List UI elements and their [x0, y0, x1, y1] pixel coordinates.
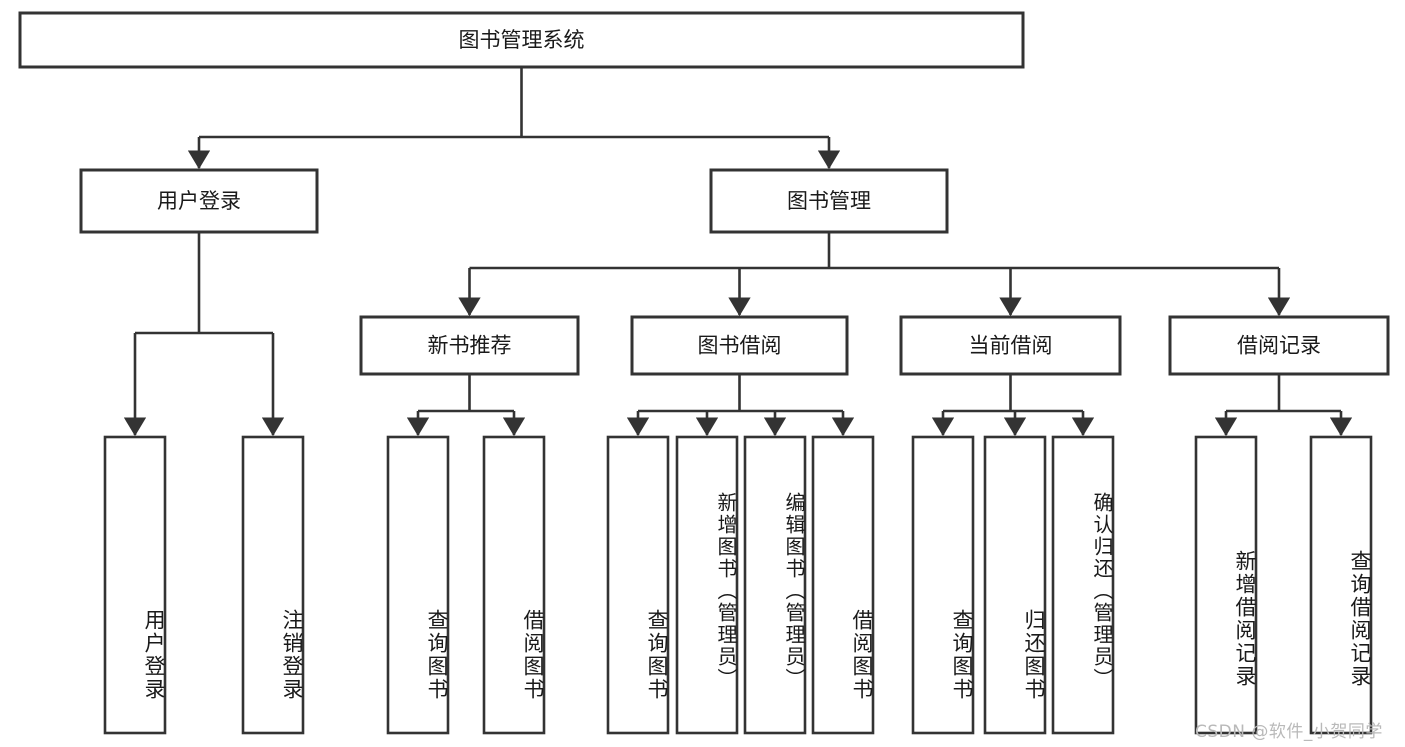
node-leaf-add-record[interactable]: [1194, 435, 1258, 735]
node-book-borrow[interactable]: [630, 315, 849, 376]
node-leaf-borrow-book-1[interactable]: [482, 435, 546, 735]
node-borrow-record-label: 借阅记录: [1237, 334, 1321, 358]
node-current-borrow-label: 当前借阅: [969, 334, 1053, 358]
node-new-book-rec-label: 新书推荐: [428, 334, 512, 358]
node-leaf-query-book-2[interactable]: [606, 435, 670, 735]
node-leaf-return-book[interactable]: [983, 435, 1047, 735]
node-leaf-logout[interactable]: [241, 435, 305, 735]
node-leaf-edit-book[interactable]: [743, 435, 807, 735]
node-book-manage-label: 图书管理: [787, 189, 871, 213]
node-leaf-query-record[interactable]: [1309, 435, 1373, 735]
node-root-label: 图书管理系统: [459, 28, 585, 52]
node-book-manage[interactable]: [709, 168, 949, 234]
node-leaf-borrow-book-2[interactable]: [811, 435, 875, 735]
box-layer: [18, 11, 1390, 735]
node-user-login[interactable]: [79, 168, 319, 234]
edge-layer: [123, 67, 1353, 437]
node-leaf-add-book[interactable]: [675, 435, 739, 735]
node-book-borrow-label: 图书借阅: [698, 334, 782, 358]
node-leaf-query-book-3[interactable]: [911, 435, 975, 735]
node-root[interactable]: [18, 11, 1025, 69]
node-borrow-record[interactable]: [1168, 315, 1390, 376]
node-leaf-confirm-return[interactable]: [1051, 435, 1115, 735]
csdn-watermark: CSDN @软件_小贺同学: [1195, 722, 1383, 742]
node-user-login-label: 用户登录: [157, 189, 241, 213]
node-new-book-rec[interactable]: [359, 315, 580, 376]
node-leaf-query-book-1[interactable]: [386, 435, 450, 735]
node-current-borrow[interactable]: [899, 315, 1122, 376]
node-leaf-user-login[interactable]: [103, 435, 167, 735]
